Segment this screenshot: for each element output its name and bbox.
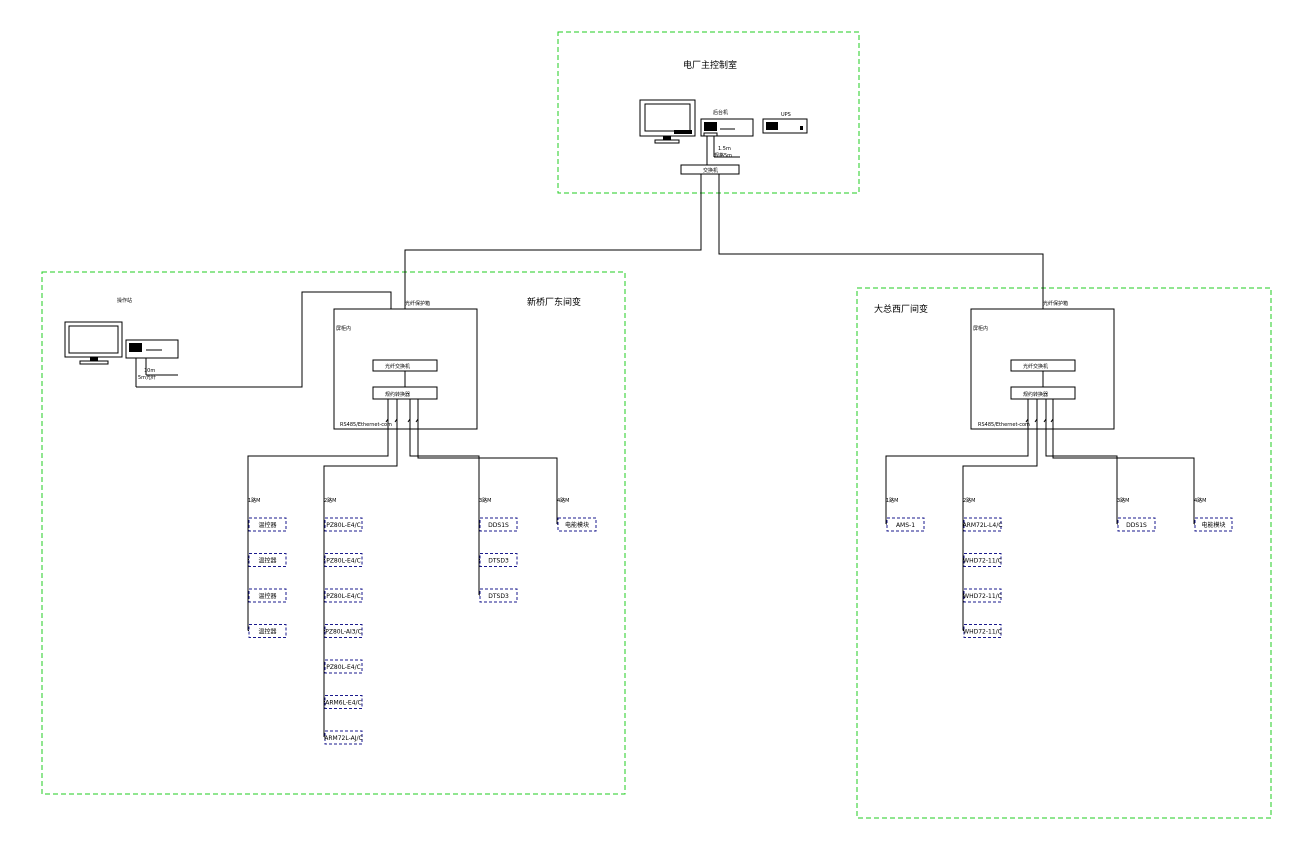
left-substation-title: 新桥厂东间变 bbox=[527, 296, 581, 308]
left-device-label: ARM6L-E4/C bbox=[325, 700, 362, 707]
left-device-label: 温控器 bbox=[258, 628, 276, 636]
left-device-box bbox=[248, 517, 287, 532]
right-device-label: WHD72-11/C bbox=[963, 629, 1002, 636]
left-group-label: 3路M bbox=[479, 497, 492, 504]
control-room-title: 电厂主控制室 bbox=[683, 59, 737, 71]
right-optical-switch-label: 光纤交换机 bbox=[1023, 363, 1048, 370]
left-device-label: PZ80L-E4/C bbox=[326, 522, 361, 529]
left-device-box bbox=[324, 553, 363, 567]
left-device-box bbox=[324, 624, 363, 638]
left-bus-label: RS485/Ethernet-com bbox=[340, 422, 392, 428]
control-room-switch bbox=[680, 164, 740, 175]
control-room-zone bbox=[557, 31, 860, 194]
left-device-label: DDS1S bbox=[488, 522, 509, 529]
left-protocol-converter bbox=[372, 386, 438, 400]
left-device-label: ARM72L-AJ/C bbox=[324, 735, 362, 742]
left-cable-label: 10m bbox=[144, 368, 155, 374]
left-group-label: 4路M bbox=[557, 497, 570, 504]
control-cable-label: 1.5m bbox=[718, 146, 731, 152]
left-device-label: 电能模块 bbox=[565, 521, 589, 529]
right-converter-label: 规约转换器 bbox=[1023, 391, 1048, 398]
left-device-box bbox=[248, 553, 287, 567]
right-group-label: 2路M bbox=[963, 497, 976, 504]
left-device-box bbox=[479, 588, 518, 603]
right-device-box bbox=[963, 624, 1002, 638]
right-group-label: 4路M bbox=[1194, 497, 1207, 504]
left-device-box bbox=[324, 730, 363, 745]
left-device-box bbox=[324, 695, 363, 709]
right-device-box bbox=[1194, 517, 1233, 532]
right-device-box bbox=[886, 517, 925, 532]
right-bus-label: RS485/Ethernet-com bbox=[978, 422, 1030, 428]
left-optical-switch-label: 光纤交换机 bbox=[385, 363, 410, 370]
right-substation-title: 大总西厂间变 bbox=[874, 303, 928, 315]
left-device-box bbox=[557, 517, 597, 532]
left-device-box bbox=[324, 659, 363, 674]
left-group-label: 1路M bbox=[248, 497, 261, 504]
left-cabinet-top-label: 光纤保护箱 bbox=[405, 300, 430, 307]
left-link-label: 5m光纤 bbox=[138, 374, 156, 381]
left-pc-icon bbox=[125, 339, 179, 359]
left-monitor-icon bbox=[64, 321, 123, 365]
left-device-label: 温控器 bbox=[258, 592, 276, 600]
left-device-box bbox=[324, 517, 363, 532]
monitor-icon bbox=[639, 99, 696, 144]
server-label: 后台机 bbox=[713, 109, 728, 116]
right-device-box bbox=[1117, 517, 1156, 532]
control-link-label: 规格5m bbox=[714, 152, 732, 159]
right-cabinet-label: 屏柜内 bbox=[973, 325, 988, 332]
left-device-label: PZ80L-E4/C bbox=[326, 558, 361, 565]
right-device-box bbox=[963, 588, 1002, 603]
left-device-label: PZ80L-AI3/C bbox=[325, 629, 362, 636]
control-switch-label: 交换机 bbox=[703, 167, 718, 174]
right-device-label: WHD72-11/C bbox=[963, 558, 1002, 565]
right-device-label: ARM72L-L4/C bbox=[963, 522, 1003, 529]
left-device-label: DTSD3 bbox=[488, 558, 509, 565]
right-device-box bbox=[963, 517, 1002, 532]
ups-icon bbox=[762, 118, 808, 134]
left-device-label: PZ80L-E4/C bbox=[326, 593, 361, 600]
left-group-label: 2路M bbox=[324, 497, 337, 504]
right-group-label: 1路M bbox=[886, 497, 899, 504]
left-pc-label: 操作站 bbox=[117, 297, 132, 304]
right-cabinet-top-label: 光纤保护箱 bbox=[1043, 300, 1068, 307]
right-group-label: 3路M bbox=[1117, 497, 1130, 504]
left-device-box bbox=[479, 517, 518, 532]
right-device-label: DDS1S bbox=[1126, 522, 1147, 529]
ups-label: UPS bbox=[781, 112, 791, 118]
left-device-box bbox=[248, 624, 287, 638]
left-substation-zone bbox=[41, 271, 626, 795]
right-device-label: 电能模块 bbox=[1201, 521, 1225, 529]
left-converter-label: 规约转换器 bbox=[385, 391, 410, 398]
right-device-label: AMS-1 bbox=[896, 522, 915, 529]
right-device-label: WHD72-11/C bbox=[963, 593, 1002, 600]
left-device-box bbox=[479, 553, 518, 567]
right-protocol-converter bbox=[1010, 386, 1076, 400]
left-device-box bbox=[248, 588, 287, 603]
server-icon bbox=[700, 118, 754, 137]
left-device-label: 温控器 bbox=[258, 557, 276, 565]
right-device-box bbox=[963, 553, 1002, 567]
left-device-label: 温控器 bbox=[258, 521, 276, 529]
left-device-box bbox=[324, 588, 363, 603]
left-cabinet-label: 屏柜内 bbox=[336, 325, 351, 332]
left-device-label: PZ80L-E4/C bbox=[326, 664, 361, 671]
left-device-label: DTSD3 bbox=[488, 593, 509, 600]
